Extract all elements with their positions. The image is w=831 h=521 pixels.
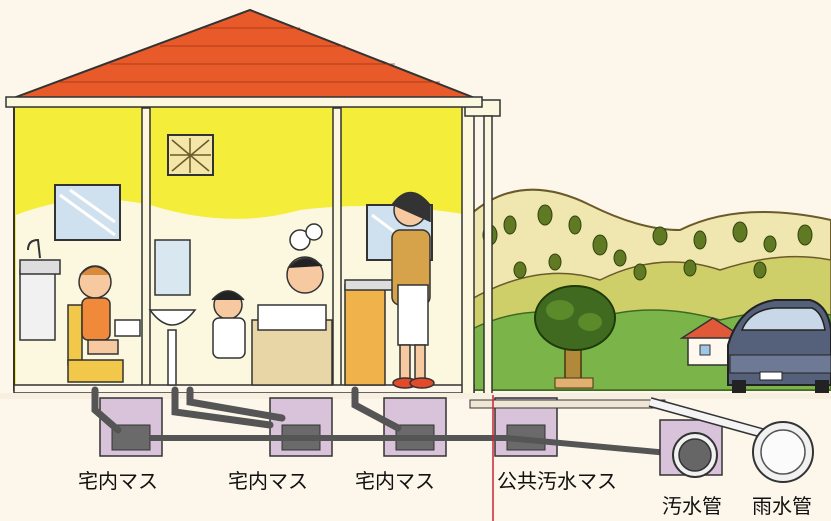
garden-tree — [534, 285, 616, 389]
label-storm-pipe: 雨水管 — [752, 494, 812, 518]
underground — [0, 386, 831, 483]
car — [727, 299, 831, 394]
label-public-basin: 公共汚水マス — [497, 469, 617, 493]
people — [78, 191, 435, 389]
label-house-basin-2: 宅内マス — [228, 469, 308, 493]
label-house-basin-1: 宅内マス — [78, 469, 158, 493]
label-sewage-pipe: 汚水管 — [662, 494, 722, 518]
roof — [5, 8, 483, 108]
label-house-basin-3: 宅内マス — [355, 469, 435, 493]
fixtures — [19, 238, 394, 386]
